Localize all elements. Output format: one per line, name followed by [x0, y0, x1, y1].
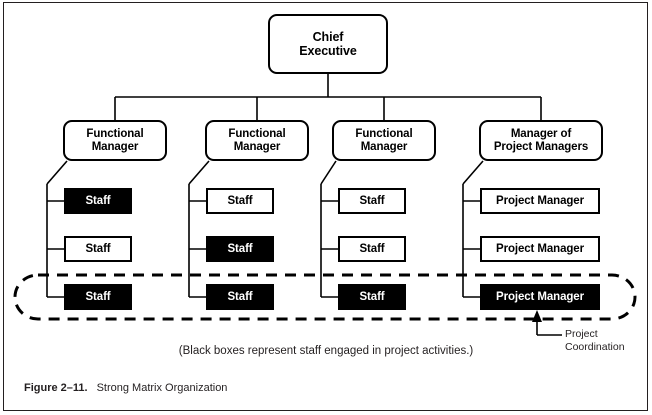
figure-title: Strong Matrix Organization [96, 382, 228, 394]
node-col2-staff-3[interactable]: Staff [206, 284, 274, 310]
node-col1-staff-1[interactable]: Staff [64, 188, 132, 214]
connector-diagonal-col2 [188, 160, 210, 185]
node-col1-staff-3[interactable]: Staff [64, 284, 132, 310]
figure-number: Figure 2–11. [24, 382, 88, 394]
node-chief-executive[interactable]: Chief Executive [268, 14, 388, 74]
legend-note: (Black boxes represent staff engaged in … [178, 345, 474, 357]
node-col3-staff-1[interactable]: Staff [338, 188, 406, 214]
project-coordination-label-line2: Coordination [565, 340, 625, 353]
figure-frame-border [3, 2, 648, 411]
connector-diagonal-col1 [46, 160, 68, 185]
node-functional-manager-3[interactable]: Functional Manager [332, 120, 436, 161]
connector-diagonal-col3 [320, 160, 337, 185]
node-col2-staff-2[interactable]: Staff [206, 236, 274, 262]
node-functional-manager-2-text: Functional Manager [228, 128, 285, 154]
node-functional-manager-2[interactable]: Functional Manager [205, 120, 309, 161]
node-functional-manager-1[interactable]: Functional Manager [63, 120, 167, 161]
project-coordination-arrow-head [532, 310, 542, 322]
node-manager-of-project-managers-text: Manager of Project Managers [494, 128, 588, 154]
node-functional-manager-3-line1: Functional [355, 127, 413, 140]
node-functional-manager-2-line2: Manager [233, 140, 281, 153]
node-col3-staff-2-label: Staff [359, 242, 385, 255]
node-functional-manager-1-text: Functional Manager [86, 128, 143, 154]
node-col3-staff-3[interactable]: Staff [338, 284, 406, 310]
node-manager-of-project-managers-line1: Manager of [510, 127, 572, 140]
node-col1-staff-2-label: Staff [85, 242, 111, 255]
node-functional-manager-3-line2: Manager [360, 140, 408, 153]
figure-caption: Figure 2–11. Strong Matrix Organization [24, 382, 227, 394]
node-functional-manager-1-line2: Manager [91, 140, 139, 153]
node-col4-project-manager-1[interactable]: Project Manager [480, 188, 600, 214]
node-col4-project-manager-3[interactable]: Project Manager [480, 284, 600, 310]
node-col2-staff-1[interactable]: Staff [206, 188, 274, 214]
node-col1-staff-2[interactable]: Staff [64, 236, 132, 262]
project-coordination-label-line1: Project [565, 328, 598, 340]
node-col2-staff-3-label: Staff [227, 290, 253, 303]
node-col4-project-manager-3-label: Project Manager [496, 290, 584, 303]
node-functional-manager-1-line1: Functional [86, 127, 144, 140]
node-chief-executive-line1: Chief [312, 30, 344, 44]
node-chief-executive-line2: Executive [299, 44, 357, 58]
node-col1-staff-3-label: Staff [85, 290, 111, 303]
node-col4-project-manager-2[interactable]: Project Manager [480, 236, 600, 262]
node-col4-project-manager-1-label: Project Manager [496, 194, 584, 207]
node-col2-staff-1-label: Staff [227, 194, 253, 207]
project-coordination-ellipse [13, 273, 637, 321]
node-col3-staff-3-label: Staff [359, 290, 385, 303]
node-col3-staff-2[interactable]: Staff [338, 236, 406, 262]
connector-diagonal-col4 [462, 160, 484, 185]
node-col3-staff-1-label: Staff [359, 194, 385, 207]
node-manager-of-project-managers-line2: Project Managers [493, 140, 589, 153]
node-manager-of-project-managers[interactable]: Manager of Project Managers [479, 120, 603, 161]
node-col4-project-manager-2-label: Project Manager [496, 242, 584, 255]
node-col2-staff-2-label: Staff [227, 242, 253, 255]
node-col1-staff-1-label: Staff [85, 194, 111, 207]
project-coordination-label: Project Coordination [565, 328, 649, 354]
node-functional-manager-2-line1: Functional [228, 127, 286, 140]
node-functional-manager-3-text: Functional Manager [355, 128, 412, 154]
node-chief-executive-text: Chief Executive [299, 30, 357, 58]
